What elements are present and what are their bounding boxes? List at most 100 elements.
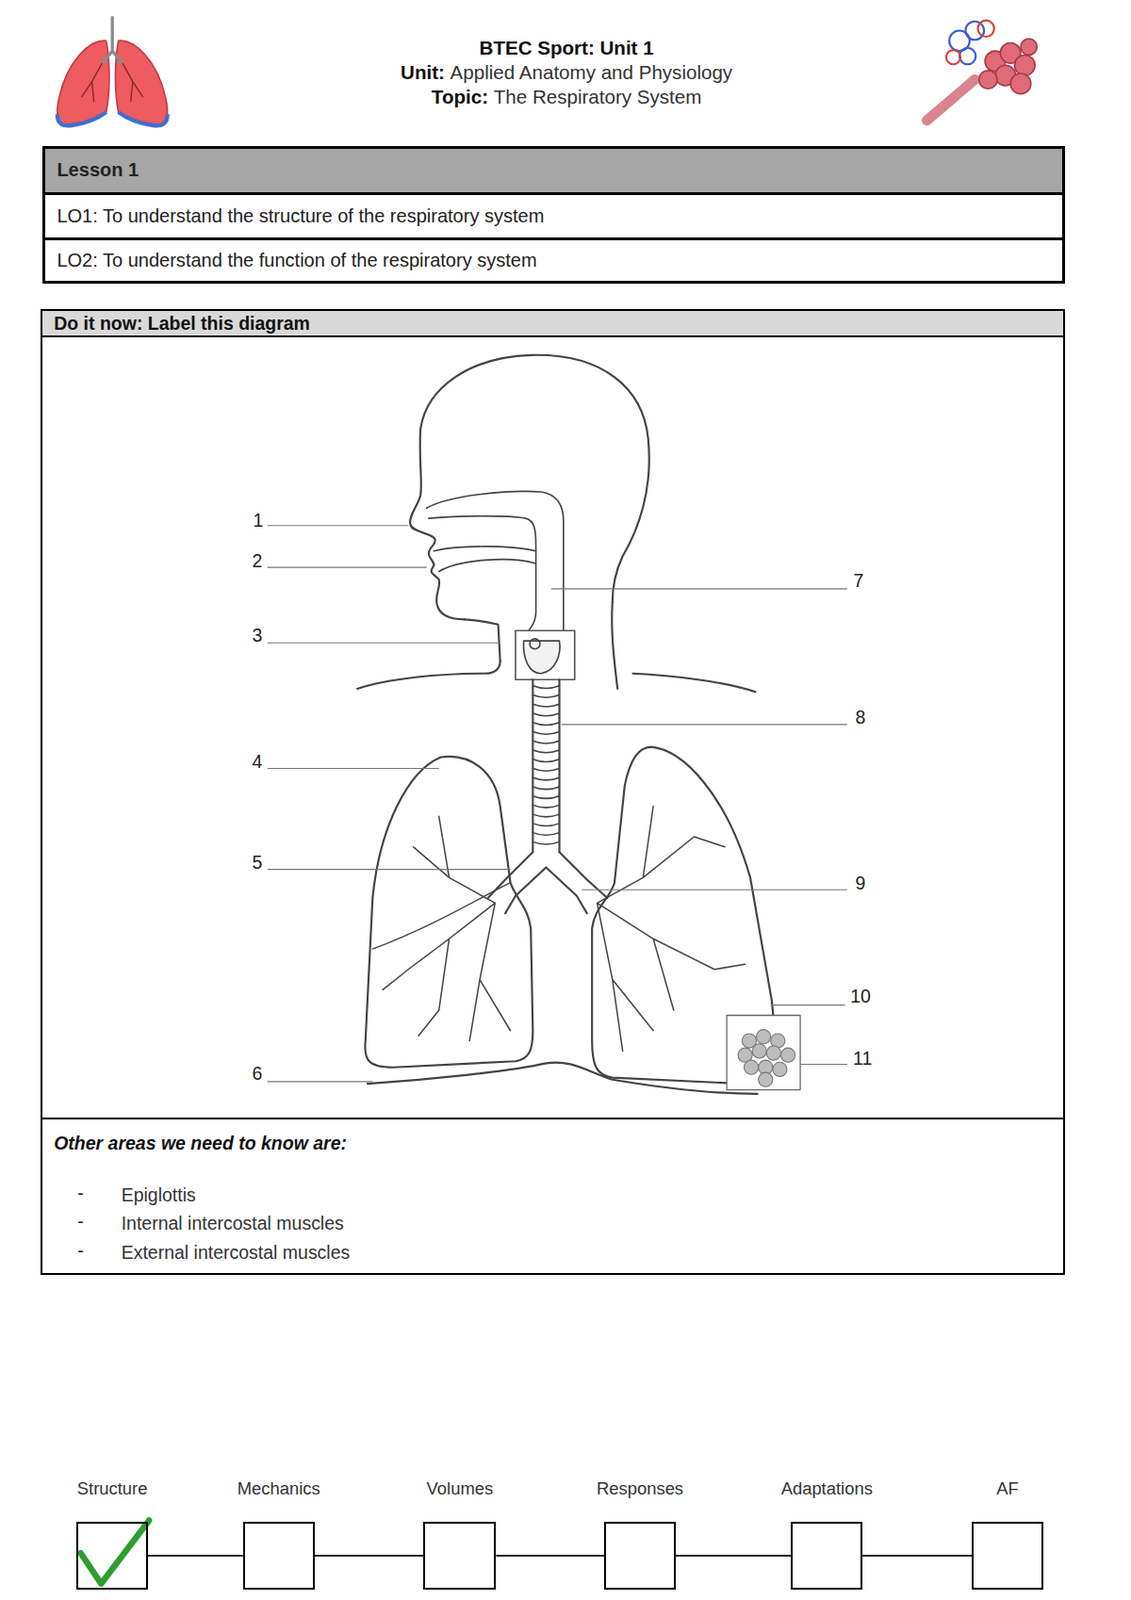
respiratory-system-drawing (611, 602, 618, 689)
respiratory-system-drawing (737, 1030, 796, 1088)
list-item: Internal intercostal muscles (121, 1212, 345, 1234)
callout-number: 11 (852, 1048, 872, 1069)
respiratory-system-drawing (357, 661, 501, 689)
list-item: Epiglottis (121, 1184, 197, 1206)
respiratory-system-drawing (766, 1046, 781, 1061)
table-row: LO1: To understand the structure of the … (42, 192, 1065, 239)
alveoli-icon (1020, 38, 1037, 55)
header-text: Applied Anatomy and Physiology (450, 61, 734, 84)
respiratory-system-drawing (780, 1048, 795, 1063)
alveoli-icon (946, 20, 995, 66)
leader-lines (267, 567, 427, 569)
callout-number: 6 (252, 1063, 263, 1084)
progress-box: Responses (604, 1522, 676, 1591)
leader-lines (561, 723, 848, 725)
respiratory-system-drawing (523, 640, 559, 674)
respiratory-system-drawing (409, 355, 650, 621)
callout-number: 8 (855, 706, 867, 728)
respiratory-system-drawing (532, 686, 559, 845)
callout-number: 5 (252, 852, 263, 873)
respiratory-system-drawing (439, 559, 536, 573)
header-text: Topic: (431, 85, 489, 109)
callout-number: 4 (252, 751, 263, 772)
callout-number: 9 (855, 872, 867, 894)
callout-number: 10 (850, 985, 871, 1007)
alveoli-icon (1014, 54, 1035, 76)
task-panel: Do it now: Label this diagram (40, 309, 1065, 1120)
respiratory-system-drawing (744, 1060, 759, 1075)
progress-label: Adaptations (781, 1478, 873, 1499)
tick-mark (81, 1521, 150, 1585)
table-cell-text: Lesson 1 (56, 159, 139, 181)
respiratory-system-drawing (529, 639, 541, 650)
leader-lines (770, 1004, 846, 1006)
progress-box: Mechanics (243, 1522, 315, 1591)
lungs-icon (57, 112, 107, 126)
progress-connector (675, 1555, 791, 1558)
leader-lines (267, 1081, 374, 1082)
alveoli-icon (959, 48, 976, 65)
header-text: The Respiratory System (493, 85, 703, 109)
leader-lines (551, 588, 848, 590)
progress-box: Adaptations (790, 1522, 863, 1591)
respiratory-system-drawing (367, 1063, 758, 1095)
respiratory-system-drawing (597, 805, 746, 1051)
progress-connector (862, 1555, 972, 1558)
list-item: External intercostal muscles (121, 1241, 351, 1263)
respiratory-system-drawing (426, 491, 564, 632)
header-line: Topic:The Respiratory System (431, 85, 702, 109)
lungs-icon (101, 16, 123, 64)
progress-label: Structure (77, 1478, 148, 1499)
respiratory-system-drawing (756, 1030, 771, 1045)
leader-lines (267, 524, 409, 526)
list-dash: - (77, 1182, 84, 1204)
alveoli-icon (977, 20, 994, 37)
progress-box: AF (971, 1522, 1044, 1591)
header-line: BTEC Sport: Unit 1 (479, 36, 655, 60)
alveoli-icon (979, 38, 1038, 94)
leader-lines (267, 868, 511, 870)
respiratory-system-drawing (372, 883, 510, 950)
notes-panel: Other areas we need to know are:Epiglott… (40, 1117, 1065, 1276)
header-text: Unit: (400, 61, 445, 84)
header-text: BTEC Sport: Unit 1 (479, 36, 655, 60)
respiratory-system-drawing (364, 756, 533, 1068)
respiratory-system-drawing (632, 673, 755, 692)
alveoli-icon (966, 21, 984, 40)
table-header-row: Lesson 1 (42, 146, 1065, 193)
leader-lines (581, 889, 848, 891)
progress-label: Mechanics (237, 1478, 321, 1499)
respiratory-system-drawing (515, 630, 575, 680)
alveoli-icon (946, 49, 961, 65)
panel-header-bar: Do it now: Label this diagram (42, 311, 1063, 338)
lungs-icon (118, 112, 168, 126)
progress-connector (147, 1555, 244, 1558)
lungs-icon (57, 16, 168, 126)
progress-label: Volumes (426, 1478, 494, 1499)
list-dash: - (77, 1211, 84, 1232)
callout-number: 3 (252, 623, 263, 645)
table-row: LO2: To understand the function of the r… (42, 237, 1065, 284)
respiratory-system-drawing (752, 1044, 767, 1059)
respiratory-system-drawing (464, 619, 501, 661)
respiratory-system-drawing (758, 1072, 773, 1087)
callout-number: 2 (252, 549, 263, 571)
progress-label: Responses (596, 1478, 684, 1499)
table-cell-text: LO2: To understand the function of the r… (56, 249, 537, 272)
respiratory-system-drawing (772, 1062, 787, 1077)
list-dash: - (77, 1239, 84, 1261)
leader-lines (267, 768, 440, 770)
progress-connector (495, 1555, 605, 1558)
table-cell-text: LO1: To understand the structure of the … (56, 205, 544, 228)
respiratory-system-drawing (433, 546, 536, 552)
progress-box: Volumes (423, 1522, 496, 1591)
progress-connector (314, 1555, 425, 1558)
alveoli-icon (1010, 73, 1032, 95)
alveoli-icon (979, 70, 998, 89)
progress-box: Structure (76, 1522, 148, 1591)
respiratory-system-drawing (488, 852, 608, 914)
respiratory-system-drawing (726, 1015, 801, 1090)
leader-lines (267, 642, 499, 644)
callout-number: 1 (253, 509, 264, 531)
